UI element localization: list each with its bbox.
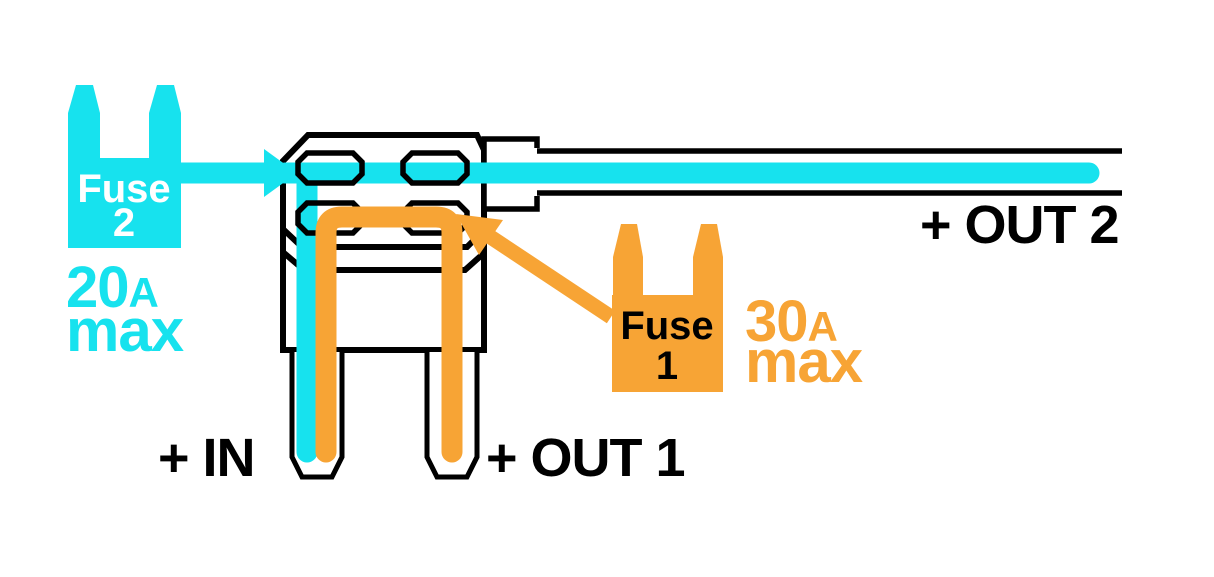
fuse2-right-prong <box>149 85 181 162</box>
fuse1-left-prong <box>613 224 643 298</box>
fuse1-rating: 30A <box>745 293 838 351</box>
fuse1-right-prong <box>693 224 723 298</box>
slot-bottom-left <box>295 200 365 236</box>
circuit1-path <box>315 206 463 463</box>
holder-ridge-lower <box>282 250 487 273</box>
fuse2-rating-amps: 20 <box>66 255 130 320</box>
fuse1-rating-amps: 30 <box>745 289 809 354</box>
fuse2-rating-max: max <box>66 297 184 364</box>
slot-top-left <box>295 150 365 186</box>
fuse2-number: 2 <box>112 201 136 245</box>
fuse1-body <box>612 295 723 392</box>
fuse2-rating: 20A <box>66 259 159 317</box>
terminal-out1-label: + OUT 1 <box>486 428 686 488</box>
fuse1-label: Fuse <box>620 304 714 348</box>
fuse2-label: Fuse <box>77 167 171 211</box>
fuse1-arrow-icon <box>456 214 503 255</box>
fuse1-arrow-shaft <box>484 229 616 324</box>
fuse1-rating-unit: A <box>807 303 838 350</box>
fuse2-body <box>68 158 181 248</box>
fuse2-left-prong <box>68 85 100 162</box>
fuse2-rating-unit: A <box>128 269 159 316</box>
slot-top-right <box>400 150 470 186</box>
fuse2-arrow-icon <box>264 149 297 197</box>
fuse1-number: 1 <box>655 344 679 388</box>
terminal-out2-label: + OUT 2 <box>920 195 1120 255</box>
fuse1-rating-max: max <box>745 328 863 395</box>
terminal-in-label: + IN <box>158 428 256 488</box>
